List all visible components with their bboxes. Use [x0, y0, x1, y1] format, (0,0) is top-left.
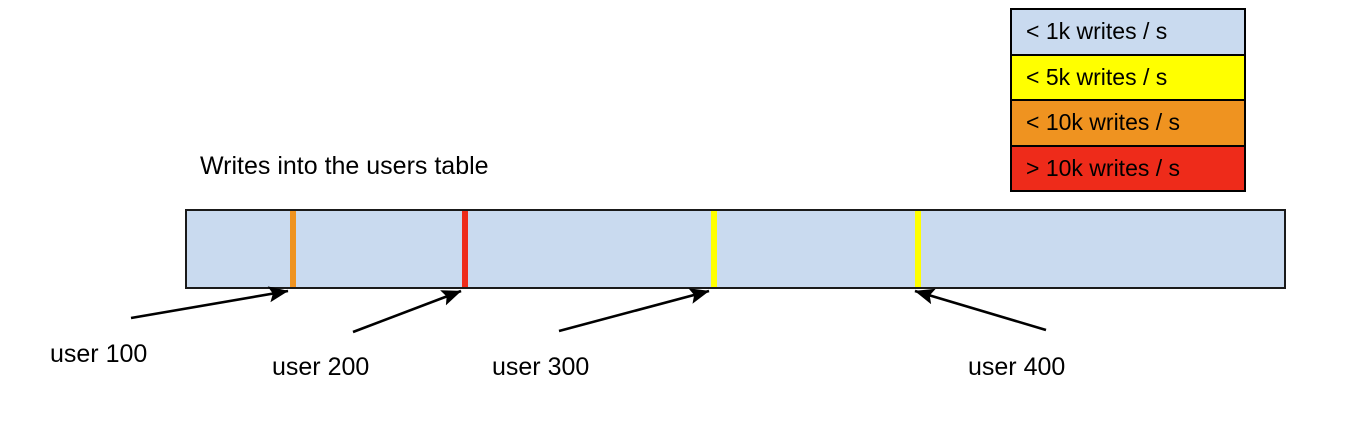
legend-row-under-1k: < 1k writes / s: [1012, 10, 1244, 56]
user-400-divider: [915, 211, 921, 287]
legend-label-under-10k: < 10k writes / s: [1026, 109, 1181, 136]
legend-label-under-1k: < 1k writes / s: [1026, 18, 1168, 45]
user-200-divider: [462, 211, 468, 287]
legend-row-under-5k: < 5k writes / s: [1012, 55, 1244, 101]
write-rate-legend: < 1k writes / s < 5k writes / s < 10k wr…: [1010, 8, 1246, 192]
legend-label-over-10k: > 10k writes / s: [1026, 154, 1181, 181]
user-100-arrow: [130, 286, 289, 320]
legend-row-over-10k: > 10k writes / s: [1012, 146, 1244, 190]
callout-label-user-300: user 300: [492, 353, 590, 381]
user-300-divider: [711, 211, 717, 287]
callout-label-user-400: user 400: [968, 353, 1066, 381]
user-400-arrow: [914, 288, 1047, 332]
legend-row-under-10k: < 10k writes / s: [1012, 101, 1244, 147]
callout-label-user-100: user 100: [50, 340, 148, 368]
legend-label-under-5k: < 5k writes / s: [1026, 63, 1168, 90]
callout-label-user-200: user 200: [272, 353, 370, 381]
user-100-divider: [290, 211, 296, 287]
user-200-arrow: [352, 289, 462, 334]
users-table-keyspace-bar: [185, 209, 1286, 289]
user-300-arrow: [558, 288, 710, 333]
chart-title: Writes into the users table: [200, 152, 489, 180]
